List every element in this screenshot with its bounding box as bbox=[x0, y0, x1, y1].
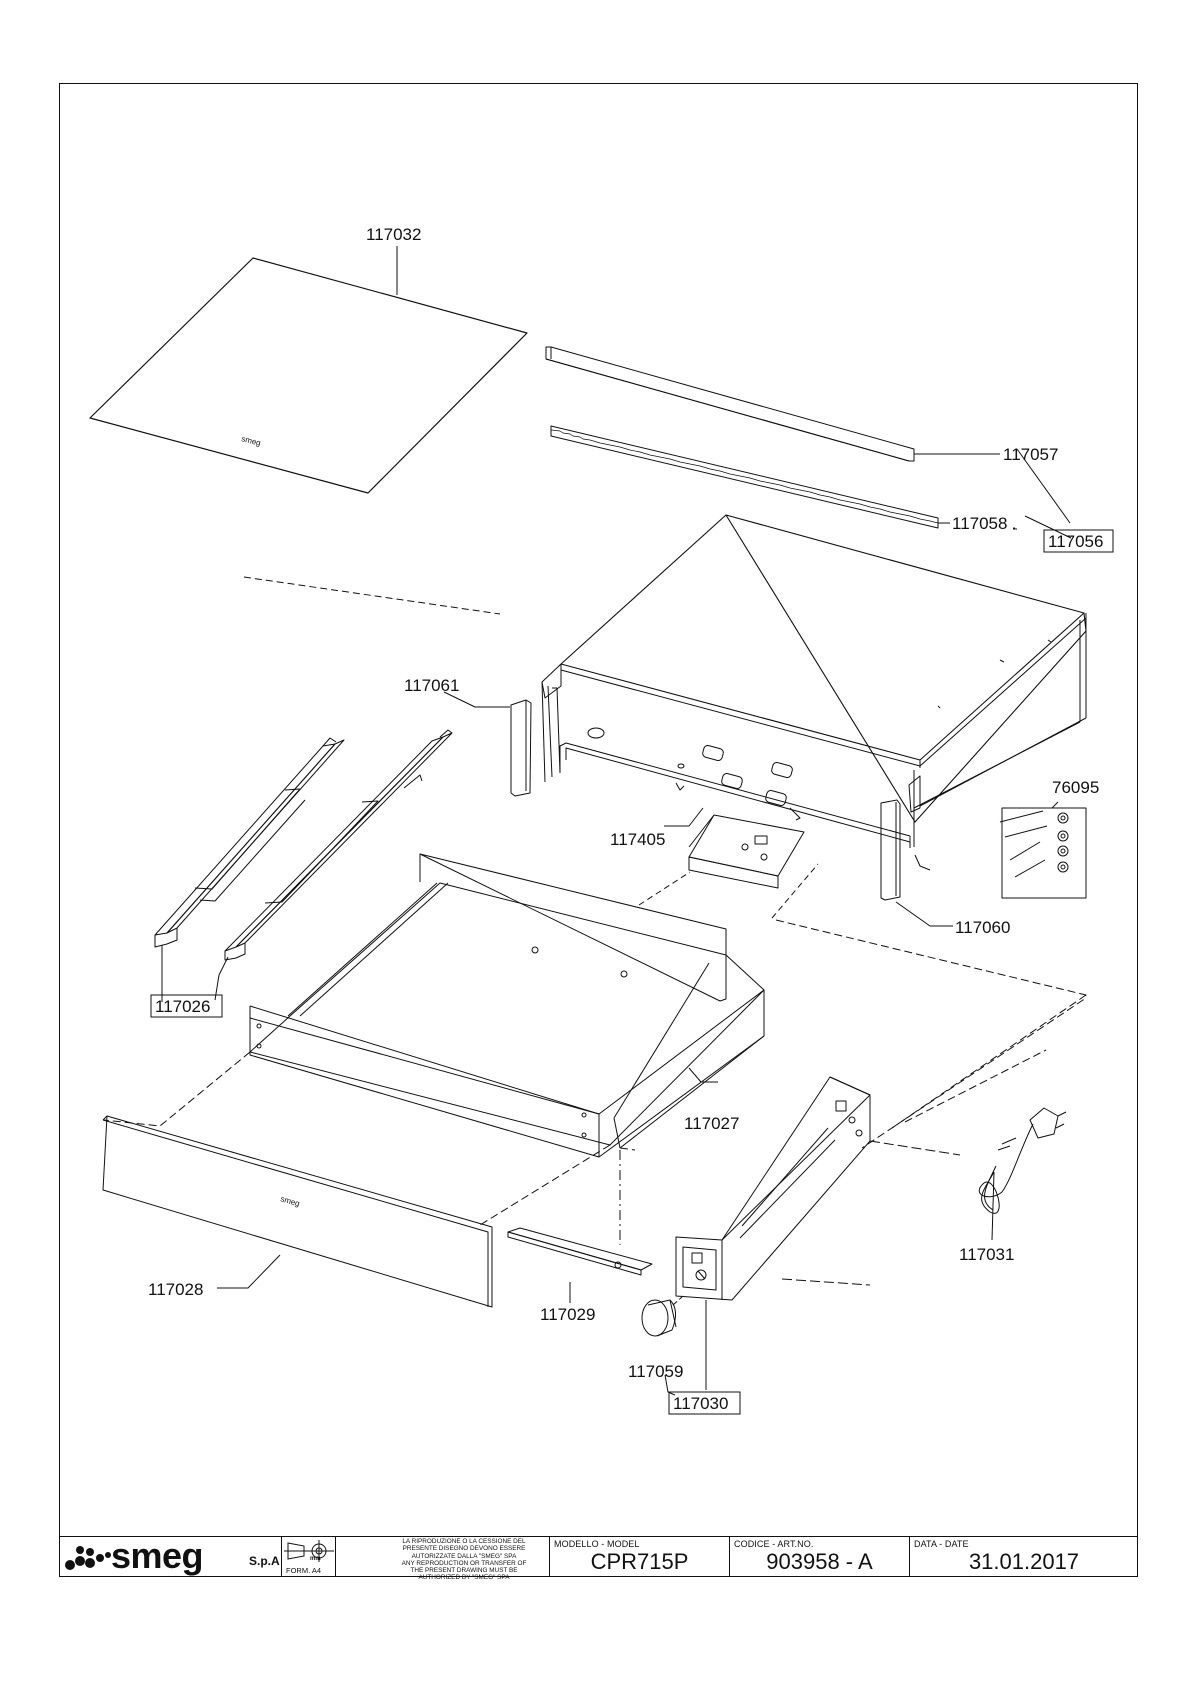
part-117026-rails bbox=[154, 729, 453, 1002]
part-117030-control-box bbox=[672, 1076, 961, 1390]
part-label-117026: 117026 bbox=[155, 997, 210, 1016]
part-box-117026 bbox=[150, 994, 223, 1018]
part-label-117030: 117030 bbox=[673, 1394, 728, 1413]
part-label-117032: 117032 bbox=[366, 225, 421, 244]
part-label-117059: 117059 bbox=[628, 1362, 683, 1381]
company-suffix: S.p.A bbox=[249, 1554, 280, 1568]
form-size: FORM. A4 bbox=[286, 1566, 322, 1575]
part-117060-right-spacer bbox=[880, 799, 953, 927]
date-value: 31.01.2017 bbox=[968, 1549, 1080, 1574]
part-label-117058: 117058 bbox=[952, 514, 1007, 533]
part-box-117056 bbox=[1043, 529, 1114, 553]
notice-english: ANY REPRODUCTION OR TRANSFER OF THE PRES… bbox=[401, 1559, 527, 1582]
part-117061-left-spacer bbox=[443, 691, 532, 797]
title-block-code-cell: CODICE - ART.NO. 903958 - A bbox=[729, 1537, 909, 1576]
part-76095-screw-kit bbox=[999, 801, 1087, 899]
model-label: MODELLO - MODEL bbox=[554, 1539, 640, 1549]
code-value: 903958 - A bbox=[766, 1549, 873, 1574]
part-label-117056: 117056 bbox=[1048, 532, 1103, 551]
projection-symbol-icon bbox=[284, 1540, 334, 1562]
part-117027-drawer-body bbox=[249, 853, 765, 1158]
model-value: CPR715P bbox=[590, 1549, 689, 1574]
part-label-76095: 76095 bbox=[1052, 778, 1099, 797]
smeg-logo-mark-icon bbox=[65, 1546, 111, 1570]
title-block: smeg S.p.A mm FORM. A4 LA RIPRODUZIONE O… bbox=[59, 1535, 1138, 1581]
part-label-117061: 117061 bbox=[404, 676, 459, 695]
part-117058-rack-strip bbox=[550, 425, 950, 529]
title-block-date-cell: DATA - DATE 31.01.2017 bbox=[909, 1537, 1138, 1576]
notice-italian: LA RIPRODUZIONE O LA CESSIONE DEL PRESEN… bbox=[402, 1538, 526, 1560]
part-117405-module bbox=[638, 807, 819, 919]
housing-feet bbox=[702, 745, 793, 806]
projection-unit: mm bbox=[310, 1556, 321, 1562]
part-117056-housing bbox=[541, 514, 1087, 871]
title-block-projection-cell: mm FORM. A4 bbox=[281, 1537, 335, 1576]
part-117057-top-strip bbox=[545, 346, 1000, 462]
copyright-notice: LA RIPRODUZIONE O LA CESSIONE DEL PRESEN… bbox=[396, 1538, 532, 1582]
part-label-117031: 117031 bbox=[959, 1245, 1014, 1264]
date-label: DATA - DATE bbox=[914, 1539, 969, 1549]
part-label-117028: 117028 bbox=[148, 1280, 203, 1299]
title-block-logo-cell: smeg S.p.A bbox=[59, 1535, 281, 1576]
company-name: smeg bbox=[111, 1535, 204, 1576]
part-117029-bracket bbox=[507, 1227, 653, 1303]
title-block-model-cell: MODELLO - MODEL CPR715P bbox=[549, 1537, 729, 1576]
part-label-117029: 117029 bbox=[540, 1305, 595, 1324]
part-117059-knob bbox=[641, 1299, 677, 1396]
code-label: CODICE - ART.NO. bbox=[734, 1539, 814, 1549]
smeg-logo: smeg S.p.A bbox=[63, 1535, 280, 1576]
part-label-117060: 117060 bbox=[955, 918, 1010, 937]
part-box-117030 bbox=[668, 1391, 741, 1415]
part-label-117027: 117027 bbox=[684, 1114, 739, 1133]
part-labels: 117032 117057 117058 117056 117061 76095… bbox=[148, 225, 1114, 1415]
part-label-117405: 117405 bbox=[610, 830, 665, 849]
title-block-notice-cell: LA RIPRODUZIONE O LA CESSIONE DEL PRESEN… bbox=[335, 1537, 526, 1581]
drawing-frame bbox=[59, 83, 1138, 1577]
part-label-117057: 117057 bbox=[1003, 445, 1058, 464]
part-117031-power-cable bbox=[978, 1107, 1067, 1241]
